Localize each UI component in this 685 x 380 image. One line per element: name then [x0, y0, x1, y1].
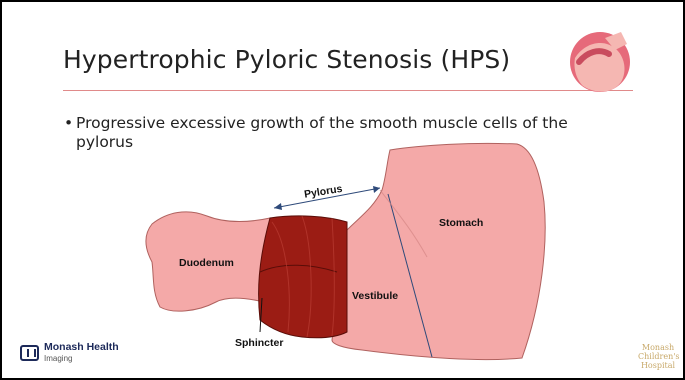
monash-childrens-hospital-logo: Monash Children's Hospital: [638, 343, 678, 370]
label-stomach: Stomach: [439, 217, 483, 229]
label-vestibule: Vestibule: [352, 290, 398, 302]
label-sphincter: Sphincter: [235, 337, 283, 349]
monash-health-logo: Monash Health Imaging: [20, 342, 119, 364]
logo-right-line-2: Children's: [638, 352, 678, 361]
monash-health-logo-icon: [20, 345, 39, 361]
label-pylorus: Pylorus: [303, 183, 343, 201]
logo-left-sub: Imaging: [44, 353, 119, 364]
stomach-shape: [332, 143, 545, 359]
logo-left-name: Monash Health: [44, 342, 119, 353]
logo-right-line-1: Monash: [638, 343, 678, 352]
logo-right-line-3: Hospital: [638, 361, 678, 370]
label-duodenum: Duodenum: [179, 257, 234, 269]
